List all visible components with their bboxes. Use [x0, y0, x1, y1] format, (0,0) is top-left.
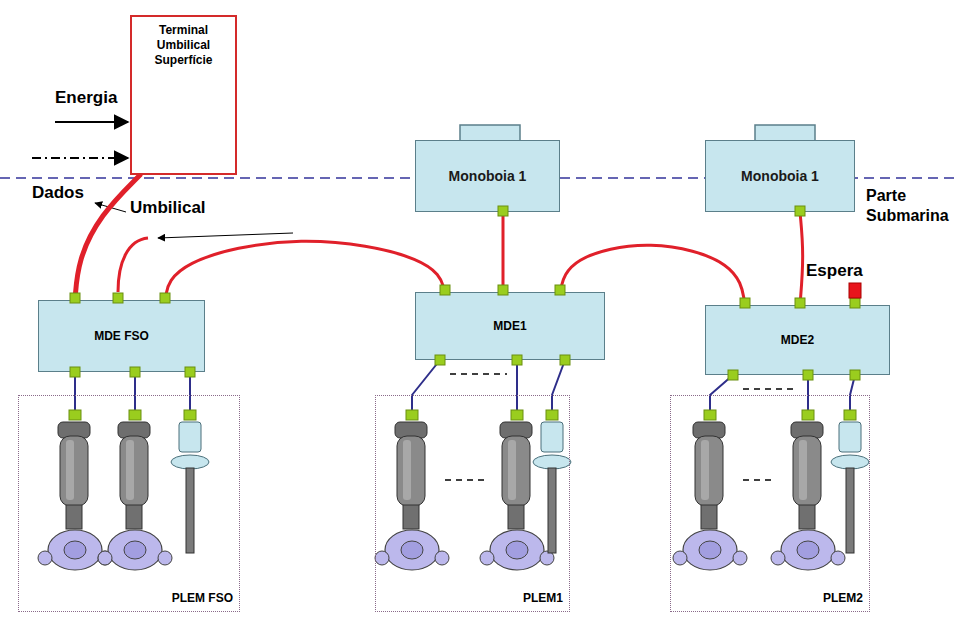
- flowline: [807, 375, 809, 395]
- flowline: [710, 375, 733, 395]
- umbilical-label: Umbilical: [130, 198, 206, 218]
- node-label: MDE2: [781, 333, 814, 347]
- valve-symbol: [831, 410, 869, 553]
- data-label: Dados: [30, 183, 86, 203]
- data-arrow: [32, 157, 128, 159]
- riser-cable: [502, 212, 505, 292]
- node-label: Monoboia 1: [449, 168, 527, 184]
- plem-group: PLEM2: [670, 395, 870, 612]
- pump-symbol: [673, 410, 747, 570]
- flowline: [552, 360, 565, 395]
- energy-arrow: [55, 121, 128, 123]
- node-label: PLEM2: [823, 591, 863, 605]
- plem-group: PLEM FSO: [18, 395, 240, 612]
- node-label: PLEM FSO: [172, 591, 233, 605]
- pump-symbol: [375, 410, 449, 570]
- buoy-box: Monoboia 1: [415, 140, 560, 212]
- node-label: PLEM1: [523, 591, 563, 605]
- umbilical-link: [165, 241, 445, 300]
- buoy-box: Monoboia 1: [705, 140, 855, 212]
- leader-arrow: [158, 233, 293, 238]
- manifold-box: MDE2: [705, 305, 890, 375]
- manifold-box: MDE FSO: [38, 300, 205, 372]
- energy-label: Energia: [55, 88, 117, 108]
- pump-symbol: [98, 410, 172, 570]
- pump-symbol: [38, 410, 112, 570]
- manifold-box: MDE1: [415, 292, 605, 360]
- flowline: [134, 372, 136, 395]
- node-label: Terminal Umbilical Superfície: [138, 23, 229, 68]
- umbilical-stub: [118, 238, 148, 292]
- flowline: [74, 372, 76, 395]
- valve-symbol: [171, 410, 209, 553]
- repeat-dashes: [445, 374, 798, 480]
- riser-cable: [800, 212, 803, 305]
- node-label: MDE1: [493, 319, 526, 333]
- surface-terminal: Terminal Umbilical Superfície: [130, 15, 237, 175]
- flowline-end: [75, 395, 850, 410]
- plem-group: PLEM1: [375, 395, 570, 612]
- valve-symbol: [533, 410, 571, 553]
- flowline: [850, 375, 855, 395]
- flowline: [189, 372, 191, 395]
- flowline: [516, 360, 518, 395]
- node-label: Monoboia 1: [741, 168, 819, 184]
- standby-label: Espera: [806, 261, 863, 281]
- standby-cap: [849, 283, 861, 298]
- flowline: [412, 360, 440, 395]
- pump-symbol: [771, 410, 845, 570]
- node-label: MDE FSO: [94, 329, 149, 343]
- subsea-label: Parte Submarina: [864, 186, 954, 226]
